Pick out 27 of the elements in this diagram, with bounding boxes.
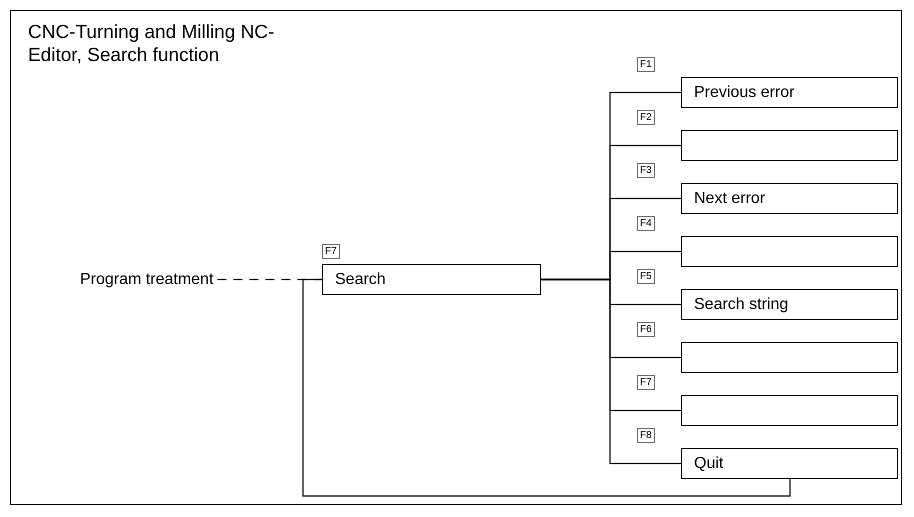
menu-box (681, 77, 898, 108)
function-key-label: F5 (637, 269, 655, 284)
function-key-label: F4 (637, 216, 655, 231)
function-key-label: F6 (637, 322, 655, 337)
function-key-label: F7 (637, 375, 655, 390)
menu-text: Quit (694, 454, 724, 472)
menu-text: Search string (694, 296, 788, 314)
function-key-label: F3 (637, 163, 655, 178)
function-key-label: F1 (637, 57, 655, 72)
menu-box (681, 130, 898, 161)
menu-box (681, 236, 898, 267)
menu-box (681, 448, 898, 479)
menu-box (681, 342, 898, 373)
menu-box (681, 183, 898, 214)
function-key-label: F8 (637, 428, 655, 443)
function-key-label: F7 (322, 244, 340, 259)
menu-text: Next error (694, 190, 766, 208)
diagram-title: CNC-Turning and Milling NC-Editor, Search function (28, 21, 276, 67)
menu-box (681, 395, 898, 426)
connector-line (541, 278, 681, 464)
connector-line (302, 278, 791, 497)
function-key-label: F2 (637, 110, 655, 125)
menu-label: Program treatment (80, 268, 214, 292)
menu-text: Previous error (694, 84, 794, 102)
menu-text: Search (335, 270, 386, 288)
menu-box (681, 289, 898, 320)
menu-box (322, 264, 541, 295)
